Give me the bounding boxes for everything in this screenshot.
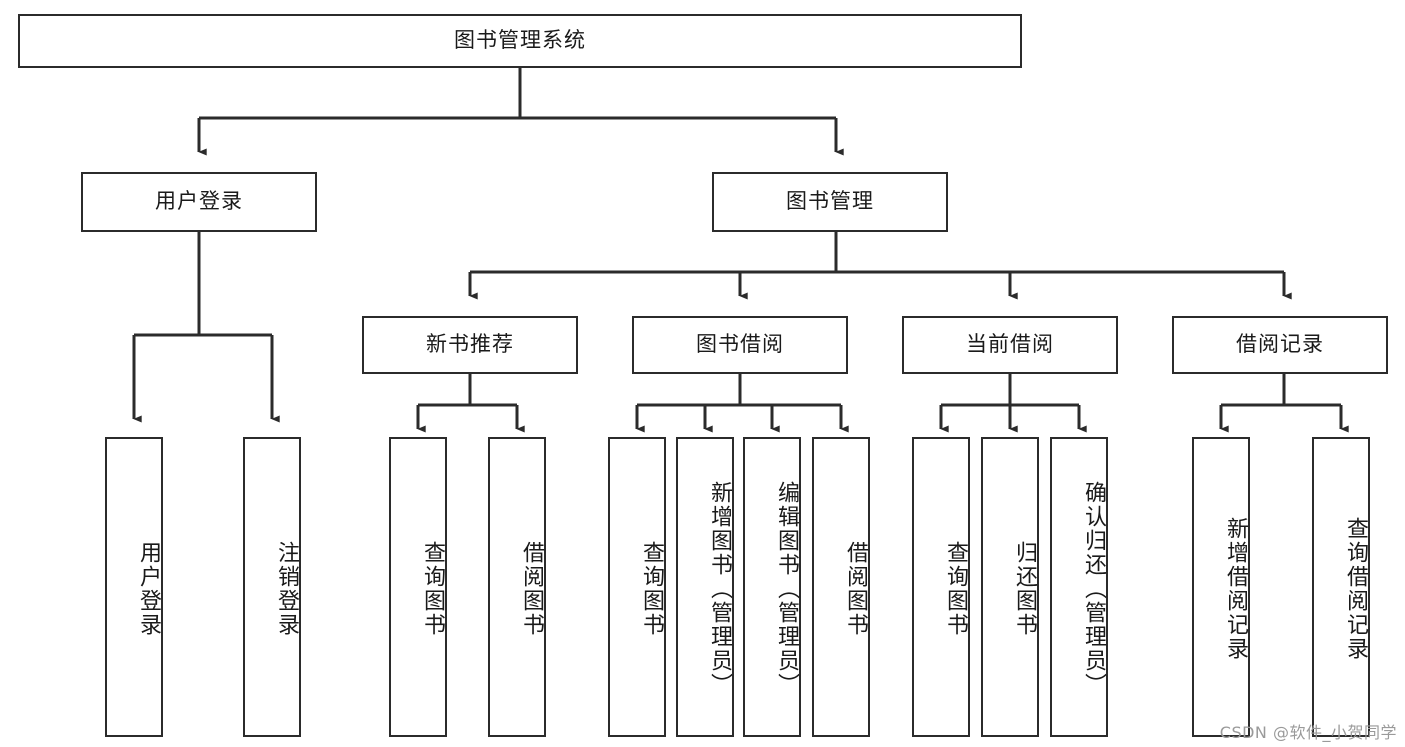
leaf-record-add-record[interactable]: 新增借阅记录 — [1192, 437, 1250, 737]
leaf-user-login-login[interactable]: 用户登录 — [105, 437, 163, 737]
node-label: 用户登录 — [136, 541, 161, 637]
leaf-current-query-book[interactable]: 查询图书 — [912, 437, 970, 737]
node-label: 注销登录 — [274, 541, 299, 637]
node-label: 新增借阅记录 — [1223, 517, 1248, 661]
node-new-book-recommend[interactable]: 新书推荐 — [362, 316, 578, 374]
node-label: 图书管理系统 — [454, 28, 586, 53]
node-user-login[interactable]: 用户登录 — [81, 172, 317, 232]
node-label: 借阅图书 — [843, 541, 868, 637]
node-label: 新书推荐 — [426, 332, 514, 357]
csdn-watermark: CSDN @软件_小贺同学 — [1219, 723, 1397, 742]
leaf-borrow-add-book-admin[interactable]: 新增图书（管理员） — [676, 437, 734, 737]
node-label: 查询借阅记录 — [1343, 517, 1368, 661]
leaf-current-return-book[interactable]: 归还图书 — [981, 437, 1039, 737]
node-label: 用户登录 — [155, 189, 243, 214]
node-label: 确认归还（管理员） — [1081, 481, 1106, 697]
node-label: 当前借阅 — [966, 332, 1054, 357]
leaf-borrow-borrow-book[interactable]: 借阅图书 — [812, 437, 870, 737]
node-label: 借阅图书 — [519, 541, 544, 637]
node-borrow-record[interactable]: 借阅记录 — [1172, 316, 1388, 374]
node-label: 查询图书 — [420, 541, 445, 637]
node-label: 新增图书（管理员） — [707, 481, 732, 697]
node-book-borrow[interactable]: 图书借阅 — [632, 316, 848, 374]
node-label: 归还图书 — [1012, 541, 1037, 637]
leaf-recommend-borrow-book[interactable]: 借阅图书 — [488, 437, 546, 737]
leaf-user-login-logout[interactable]: 注销登录 — [243, 437, 301, 737]
node-label: 编辑图书（管理员） — [774, 481, 799, 697]
node-book-management[interactable]: 图书管理 — [712, 172, 948, 232]
leaf-current-confirm-return-admin[interactable]: 确认归还（管理员） — [1050, 437, 1108, 737]
node-current-borrow[interactable]: 当前借阅 — [902, 316, 1118, 374]
node-root-system[interactable]: 图书管理系统 — [18, 14, 1022, 68]
leaf-recommend-query-book[interactable]: 查询图书 — [389, 437, 447, 737]
node-label: 图书管理 — [786, 189, 874, 214]
node-label: 查询图书 — [639, 541, 664, 637]
leaf-borrow-query-book[interactable]: 查询图书 — [608, 437, 666, 737]
leaf-borrow-edit-book-admin[interactable]: 编辑图书（管理员） — [743, 437, 801, 737]
leaf-record-query-record[interactable]: 查询借阅记录 — [1312, 437, 1370, 737]
node-label: 查询图书 — [943, 541, 968, 637]
node-label: 借阅记录 — [1236, 332, 1324, 357]
node-label: 图书借阅 — [696, 332, 784, 357]
